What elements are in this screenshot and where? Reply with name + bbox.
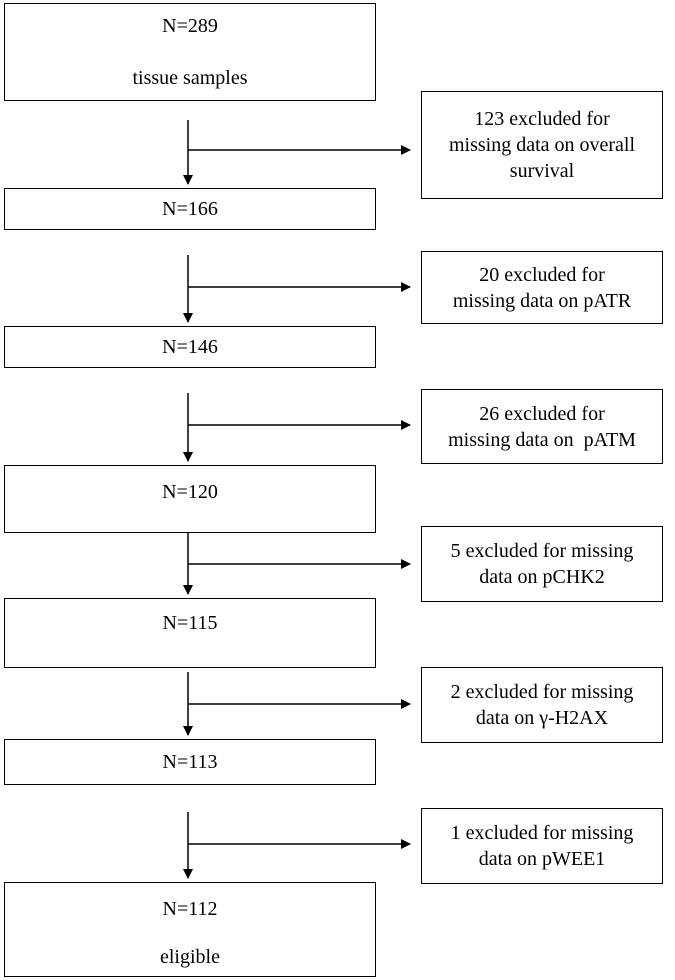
exclusion-text: survival	[509, 160, 575, 182]
exclusion-text: data on γ-H2AX	[475, 707, 609, 729]
exclusion-text: 5 excluded for missing	[450, 540, 634, 562]
exclusion-box-3: 26 excluded for missing data on pATM	[421, 389, 663, 464]
start-label: tissue samples	[132, 67, 248, 89]
start-box: N=289 tissue samples	[4, 3, 376, 101]
exclusion-text: data on pWEE1	[478, 848, 606, 870]
count-box-3: N=120	[4, 465, 376, 533]
final-box: N=112 eligible	[4, 882, 376, 977]
exclusion-text: 2 excluded for missing	[450, 681, 634, 703]
exclusion-text: 20 excluded for	[479, 263, 605, 286]
exclusion-box-5: 2 excluded for missing data on γ-H2AX	[421, 667, 663, 743]
exclusion-text: 1 excluded for missing	[450, 822, 634, 844]
exclusion-text: 26 excluded for	[479, 402, 605, 425]
exclusion-box-1: 123 excluded for missing data on overall…	[421, 91, 663, 199]
count-label: N=120	[162, 481, 218, 503]
count-box-2: N=146	[4, 326, 376, 368]
count-box-1: N=166	[4, 188, 376, 230]
count-label: N=166	[162, 198, 218, 220]
exclusion-box-6: 1 excluded for missing data on pWEE1	[421, 808, 663, 884]
exclusion-text: 123 excluded for	[474, 108, 610, 130]
count-label: N=146	[162, 336, 218, 358]
exclusion-text: missing data on pATR	[452, 289, 632, 312]
start-count: N=289	[162, 15, 218, 37]
exclusion-box-2: 20 excluded for missing data on pATR	[421, 251, 663, 324]
exclusion-text: missing data on overall	[448, 134, 636, 156]
final-label: eligible	[160, 946, 220, 968]
exclusion-text: missing data on pATM	[448, 428, 636, 451]
exclusion-box-4: 5 excluded for missing data on pCHK2	[421, 526, 663, 602]
exclusion-text: data on pCHK2	[479, 566, 605, 588]
count-box-5: N=113	[4, 739, 376, 785]
count-label: N=115	[162, 612, 218, 634]
count-box-4: N=115	[4, 598, 376, 668]
count-label: N=113	[162, 751, 218, 773]
final-count: N=112	[162, 898, 218, 920]
